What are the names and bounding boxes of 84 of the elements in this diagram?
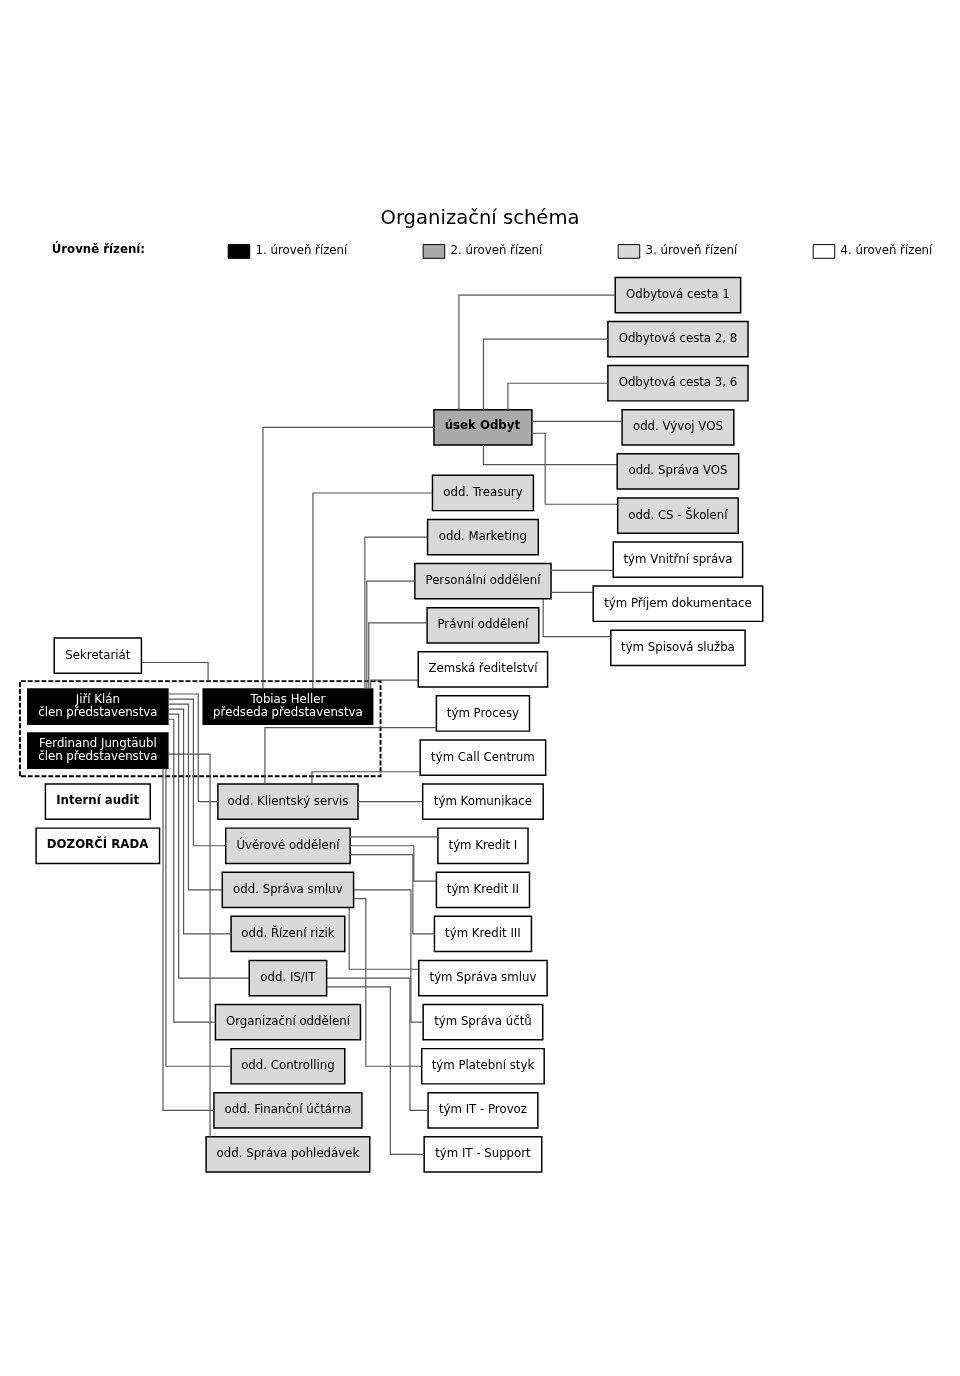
node-box: odd. Controlling	[230, 1047, 346, 1085]
connector	[368, 622, 428, 690]
connector	[348, 907, 419, 970]
connector	[366, 580, 416, 690]
node-box: Odbytová cesta 2, 8	[607, 320, 749, 358]
legend-label: 2. úroveň řízení	[450, 243, 543, 258]
connector	[531, 432, 618, 505]
connector	[326, 977, 429, 1111]
node-box: tým Vnitřní správa	[612, 541, 744, 578]
node-box: tým Platební styk	[420, 1047, 545, 1085]
node-box: odd. Finanční účtárna	[213, 1091, 363, 1129]
node-box: Sekretariát	[53, 637, 143, 675]
node-box: odd. Treasury	[431, 474, 535, 512]
node-box: odd. CS - Školení	[616, 497, 739, 534]
node-box: odd. Správa smluv	[221, 871, 355, 909]
connector	[357, 801, 424, 803]
node-box: Právní oddělení	[426, 606, 540, 644]
connector	[542, 598, 612, 638]
node-box: tým Kredit II	[435, 871, 531, 909]
connector	[482, 444, 618, 466]
connector	[167, 693, 219, 803]
connector	[311, 771, 421, 785]
connector	[364, 536, 428, 690]
connector	[167, 698, 227, 847]
node-box: Personální oddělení	[414, 562, 552, 600]
node-box: tým Kredit III	[433, 915, 533, 953]
node-box: úsek Odbyt	[433, 408, 533, 446]
connector	[482, 338, 609, 411]
connector	[167, 713, 250, 979]
node-box: Odbytová cesta 3, 6	[607, 364, 749, 402]
node-box: tým Správa účtů	[422, 1003, 544, 1041]
connector	[531, 420, 623, 423]
node-box: tým IT - Provoz	[427, 1091, 539, 1129]
node-box: tým Spisová služba	[610, 629, 746, 667]
connector	[349, 845, 437, 882]
connector	[167, 753, 211, 1138]
connector	[353, 898, 423, 1067]
node-box: Odbytová cesta 1	[614, 276, 742, 314]
connector	[262, 426, 435, 690]
connector	[349, 854, 435, 935]
cluster	[18, 680, 382, 778]
legend-label: 3. úroveň řízení	[645, 243, 738, 258]
connector	[507, 382, 609, 411]
node-box: odd. Řízení rizik	[230, 915, 346, 953]
node-box: tým IT - Support	[423, 1136, 543, 1173]
node-box: odd. Klientský servis	[217, 783, 359, 821]
connector	[312, 492, 433, 690]
connector	[167, 718, 216, 1023]
connector	[167, 708, 232, 935]
connector	[264, 727, 437, 785]
node-box: odd. Správa VOS	[616, 453, 740, 490]
node-box: Úvěrové oddělení	[224, 827, 351, 865]
node-box: odd. Marketing	[426, 518, 540, 556]
node-box: Ferdinand Jungtäubl člen představenstva	[27, 732, 169, 770]
connector	[141, 661, 209, 682]
node-box: tým Správa smluv	[418, 959, 548, 997]
node-box: tým Kredit I	[437, 827, 529, 865]
connector	[370, 679, 419, 690]
diagram-title: Organizační schéma	[380, 205, 580, 229]
node-box: tým Příjem dokumentace	[592, 585, 764, 623]
connector	[550, 591, 594, 594]
node-box: odd. Vývoj VOS	[621, 408, 735, 446]
connector	[550, 569, 614, 571]
node-box: Zemská ředitelství	[417, 651, 549, 688]
connector	[162, 767, 215, 1111]
node-box: odd. Správa pohledávek	[205, 1136, 371, 1173]
node-box: tým Procesy	[435, 695, 531, 732]
legend-label: 1. úroveň řízení	[255, 243, 348, 258]
connector	[349, 836, 439, 838]
node-box: odd. IS/IT	[248, 959, 328, 997]
node-box: tým Komunikace	[421, 783, 544, 821]
connector	[353, 889, 424, 1023]
connector	[326, 986, 425, 1156]
node-box: Organizační oddělení	[214, 1003, 362, 1041]
node-box: tým Call Centrum	[419, 739, 547, 776]
node-box: Tobias Heller předseda představenstva	[202, 688, 374, 725]
connector	[167, 703, 223, 891]
node-box: DOZORČÍ RADA	[35, 827, 161, 865]
node-box: Interní audit	[44, 783, 151, 821]
legend-label: 4. úroveň řízení	[840, 243, 933, 258]
label: Úrovně řízení:	[51, 242, 145, 257]
connector	[165, 768, 232, 1067]
node-box: Jiří Klán člen představenstva	[27, 688, 169, 725]
connector	[458, 294, 616, 411]
